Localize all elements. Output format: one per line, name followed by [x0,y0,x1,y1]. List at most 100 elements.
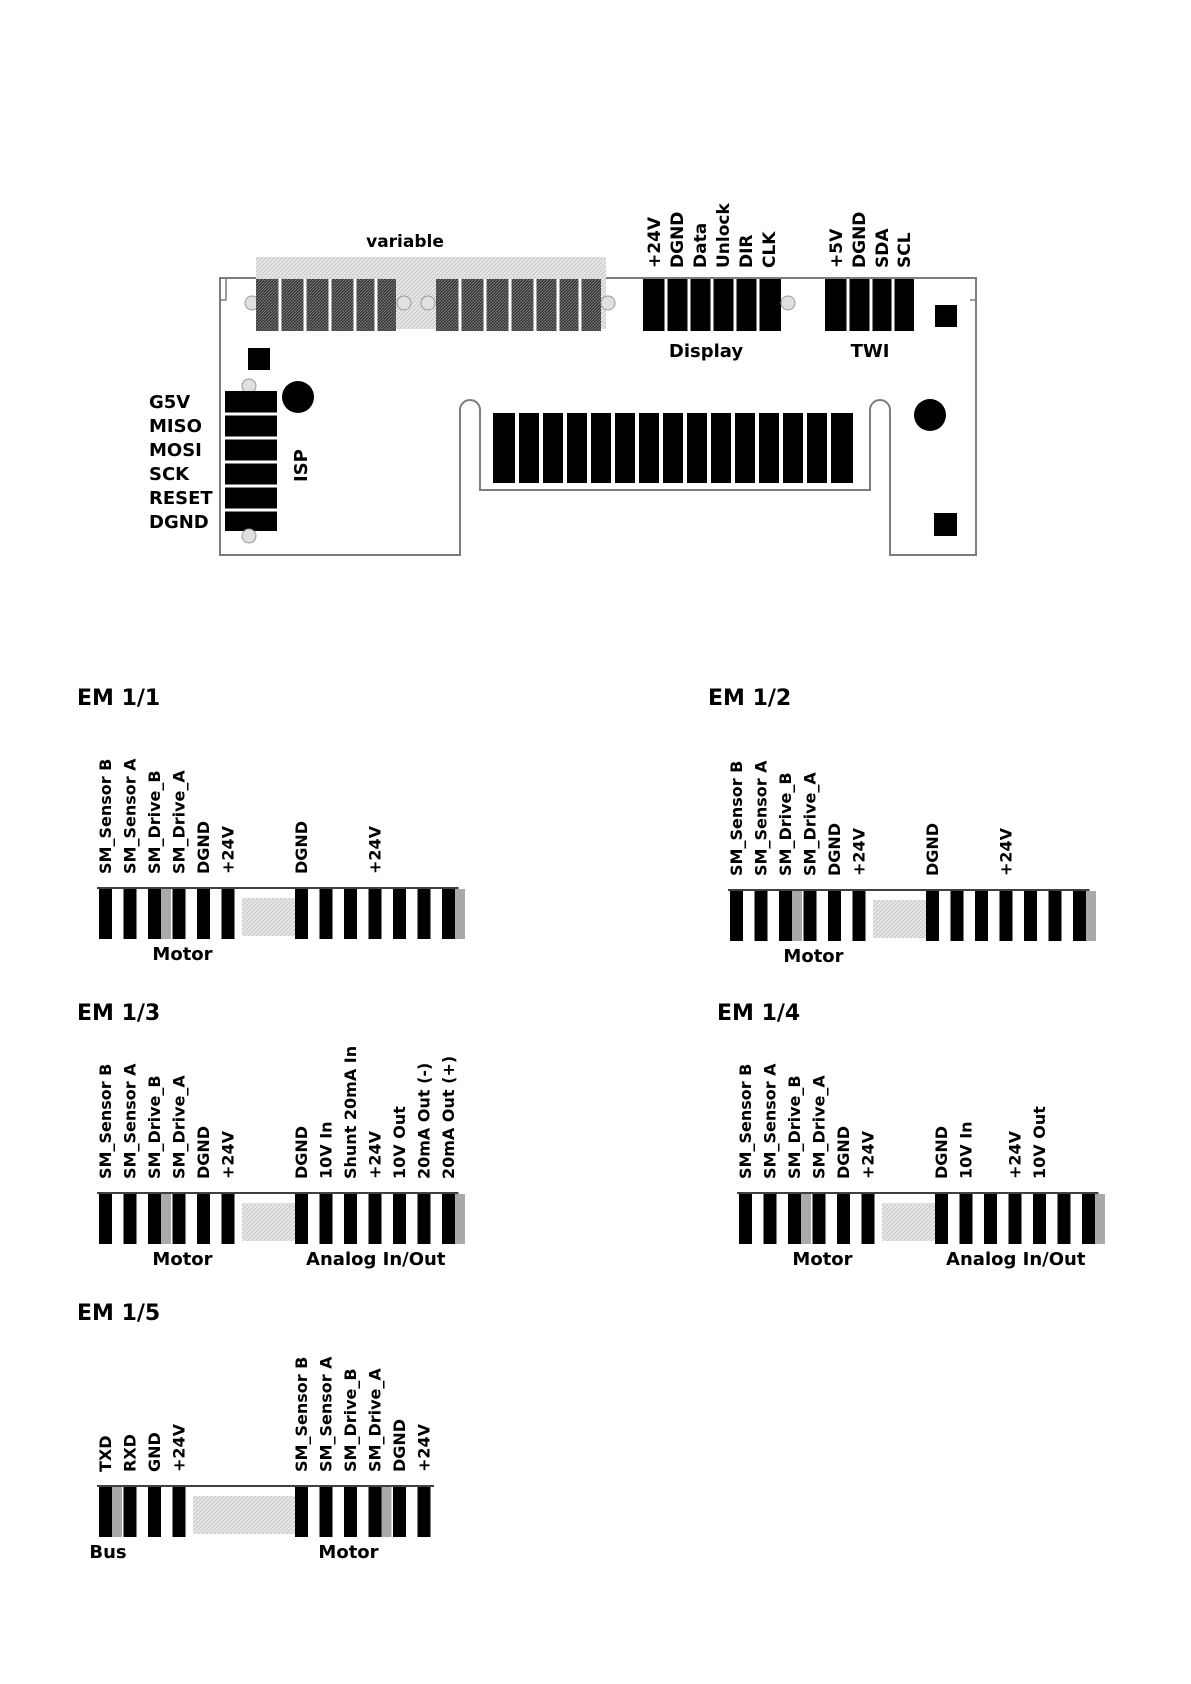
connector-pin [803,891,817,941]
isp-pin-6: DGND [149,512,209,533]
connector-pin [295,889,308,939]
module-title: EM 1/2 [708,686,791,711]
connector-pin [368,1487,382,1537]
connector-pin [319,1487,333,1537]
display-pin-2: DGND [668,212,688,268]
connector-pin [393,1487,406,1537]
isp-connector [225,378,277,544]
variable-label: variable [366,232,444,252]
connector-pin [295,1487,308,1537]
variable-connector-2 [420,279,616,331]
twi-pin-3: SDA [873,228,893,268]
display-pin-4: Unlock [714,203,734,268]
connector-group-label: Motor [318,1542,378,1563]
connector-pin [148,889,161,939]
module-title: EM 1/3 [77,1001,160,1026]
connector-pin [344,1487,357,1537]
connector-group-label: Motor [152,1249,212,1270]
connector-pin [730,891,743,941]
connector-pin [1057,1194,1071,1244]
connector-pin [788,1194,801,1244]
connector-pin [123,889,137,939]
connector-pin [1024,891,1037,941]
connector-pin [148,1487,161,1537]
connector-gap [242,1203,297,1241]
pin-label: 10V In [957,1121,976,1179]
pin-label: SM_Sensor B [736,1064,755,1179]
connector-gap [193,1496,297,1534]
connector-pin [417,889,431,939]
pin-label: DGND [923,823,942,876]
twi-pin-labels: +5V DGND SDA SCL [827,212,915,268]
connector-pin [1048,891,1062,941]
connector-pin [739,1194,752,1244]
pin-label: +24V [997,827,1016,876]
connector-pin [1073,891,1086,941]
pin-label: GND [145,1432,164,1472]
connector-pin [123,1194,137,1244]
connector-pin [148,1194,161,1244]
pin-label: SM_Sensor A [317,1356,336,1472]
pin-label: DGND [292,821,311,874]
connector-pin [344,1194,357,1244]
board: variable [149,203,977,556]
display-label: Display [669,341,743,362]
pin-label: SM_Drive_B [145,1075,164,1179]
isp-pin-4: SCK [149,464,190,485]
pin-label: +24V [366,825,385,874]
connector-pin-marker [455,889,465,939]
connector-pin [812,1194,826,1244]
connector-pin [417,1487,431,1537]
connector-pin [950,891,964,941]
connector-pin [1033,1194,1046,1244]
variable-connector-1 [244,279,412,331]
pin-label: SM_Drive_B [785,1075,804,1179]
twi-label: TWI [851,341,890,362]
connector-pin [368,1194,382,1244]
mount-hole-right [914,399,946,431]
pin-label: SM_Drive_A [170,1075,189,1179]
connector-pin-marker [112,1487,122,1537]
connector-pin [99,1487,112,1537]
connector-gap [882,1203,937,1241]
mount-square-bottom-right [934,513,957,536]
pin-label: TXD [96,1435,115,1472]
display-pin-1: +24V [645,216,665,268]
pin-label: SM_Drive_A [170,770,189,874]
connector-pin [926,891,939,941]
pin-label: SM_Drive_A [366,1368,385,1472]
connector-pin [999,891,1013,941]
connector-pin [779,891,792,941]
pin-label: DGND [194,1126,213,1179]
pin-label: SM_Sensor A [121,758,140,874]
connector-pin [393,1194,406,1244]
pin-label: DGND [390,1419,409,1472]
connector-pin-marker [792,891,802,941]
connector-pin-marker [801,1194,811,1244]
connector-pin [221,1194,235,1244]
pin-label: SM_Sensor B [96,1064,115,1179]
connector-pin-marker [381,1487,392,1537]
module-title: EM 1/5 [77,1301,160,1326]
display-pin-6: CLK [760,231,780,268]
pin-label: 20mA Out (-) [415,1063,434,1179]
pin-label: DGND [292,1126,311,1179]
connector-pin [442,889,455,939]
pin-label: +24V [219,825,238,874]
pin-label: DGND [932,1126,951,1179]
twi-pin-4: SCL [895,232,915,268]
pin-label: SM_Drive_B [145,770,164,874]
connector-pin [99,1194,112,1244]
pin-label: +24V [219,1130,238,1179]
pin-label: DGND [825,823,844,876]
connector-group-label: Bus [89,1542,126,1563]
pin-label: 10V Out [1030,1106,1049,1179]
mount-hole-left [282,381,314,413]
pin-label: SM_Drive_B [341,1368,360,1472]
connector-pin [1082,1194,1095,1244]
connector-pin [172,889,186,939]
